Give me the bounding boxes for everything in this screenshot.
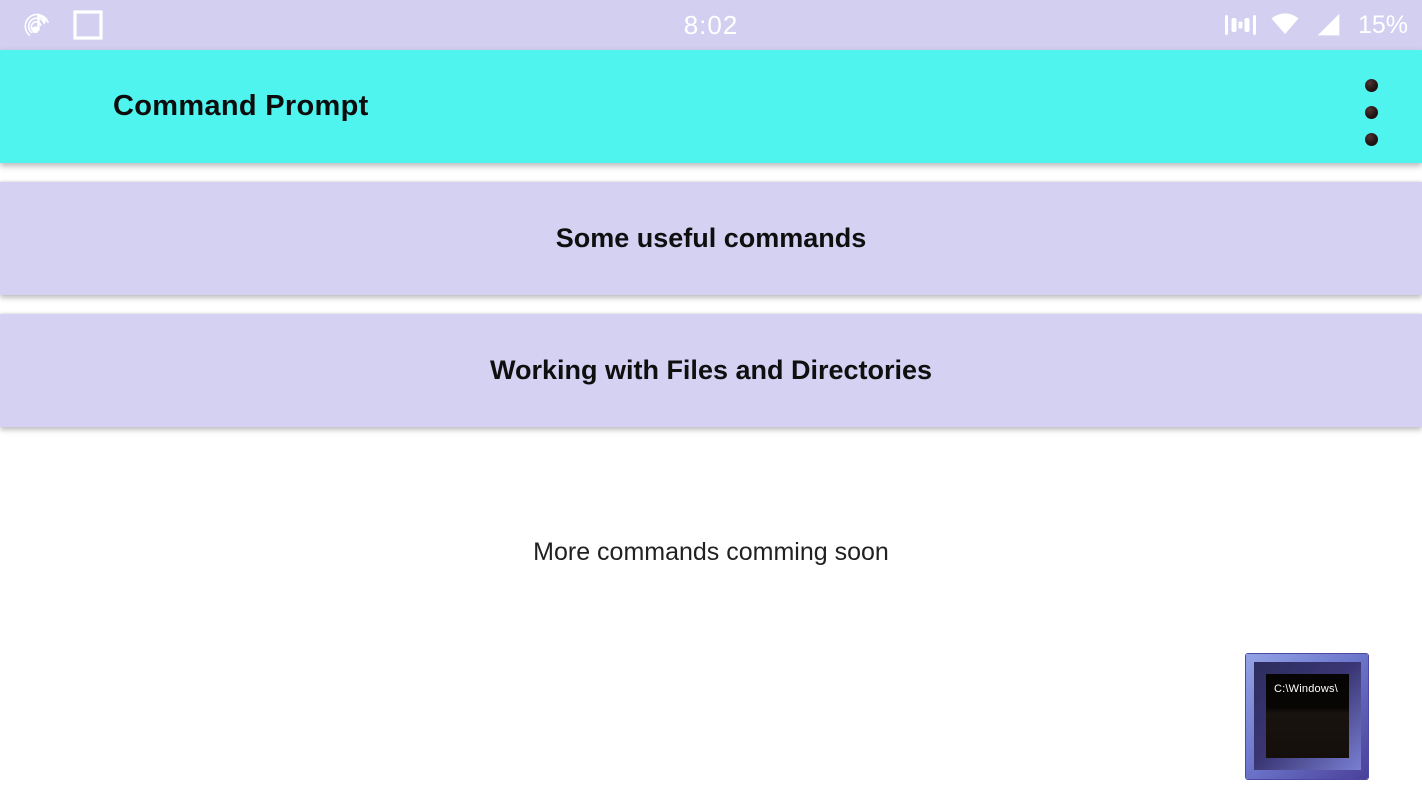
overflow-menu-icon[interactable] (1363, 77, 1380, 148)
menu-item-label: Working with Files and Directories (489, 355, 933, 385)
command-prompt-logo-bevel: C:\Windows\ (1254, 662, 1361, 770)
status-bar-system-icons: 15% (1223, 8, 1408, 42)
overflow-dot (1365, 133, 1378, 146)
music-note-icon (24, 13, 49, 36)
battery-percentage: 15% (1357, 10, 1408, 39)
wifi-icon (1271, 13, 1299, 34)
overflow-dot (1365, 106, 1378, 119)
command-prompt-logo-screen: C:\Windows\ (1266, 674, 1349, 758)
menu-item-some-useful-commands[interactable]: Some useful commands (0, 182, 1422, 295)
page-title: Command Prompt (113, 90, 369, 122)
app-bar: Command Prompt (0, 50, 1422, 163)
coming-soon-note: More commands comming soon (533, 538, 889, 566)
cellular-signal-icon (1317, 13, 1340, 36)
status-bar-clock: 8:02 (683, 9, 739, 40)
status-bar-notification-icons (22, 8, 104, 42)
command-prompt-logo: C:\Windows\ (1246, 654, 1368, 779)
status-bar: 8:02 15% (0, 0, 1422, 50)
menu-item-label: Some useful commands (555, 223, 867, 253)
screenshot-square-icon (73, 10, 103, 40)
menu-item-working-with-files-and-directories[interactable]: Working with Files and Directories (0, 314, 1422, 427)
vibrate-icon (1224, 15, 1256, 35)
overflow-dot (1365, 79, 1378, 92)
